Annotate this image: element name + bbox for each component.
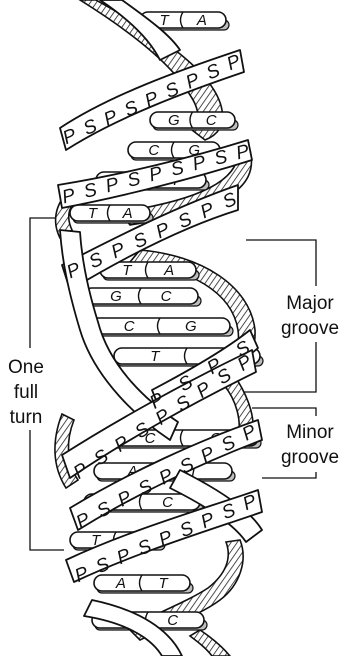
base-letter: C <box>167 612 178 629</box>
backbone-letter: S <box>125 168 143 192</box>
minor-groove-label-1: Minor <box>286 422 334 443</box>
front-strand <box>57 0 263 657</box>
base-letter: C <box>206 112 217 129</box>
backbone-letter: S <box>82 179 100 203</box>
base-letter: G <box>110 288 122 305</box>
base-letter: A <box>163 262 174 279</box>
backbone-letter: P <box>60 185 78 209</box>
backbone-letter: P <box>147 163 165 187</box>
base-letter: T <box>159 12 170 29</box>
base-letter: C <box>162 494 173 511</box>
backbone-letter: P <box>234 141 252 165</box>
one-full-turn-label-1: One <box>8 357 44 378</box>
base-letter: C <box>161 288 172 305</box>
base-letter: T <box>150 348 161 365</box>
base-letter: T <box>159 575 170 592</box>
base-letter: T <box>88 205 99 222</box>
base-letter: G <box>168 112 180 129</box>
base-letter: T <box>122 262 133 279</box>
base-letter: A <box>115 575 126 592</box>
minor-groove-label-2: groove <box>281 447 339 468</box>
base-letter: A <box>127 463 138 480</box>
major-groove-label-2: groove <box>281 318 339 339</box>
base-letter: T <box>189 463 200 480</box>
base-letter: A <box>122 205 133 222</box>
base-letter: A <box>196 12 207 29</box>
base-letter: C <box>145 430 156 447</box>
one-full-turn-label-3: turn <box>10 407 43 428</box>
backbone-letter: P <box>103 174 121 198</box>
major-groove-label-1: Major <box>286 293 334 314</box>
backbone-letter: P <box>190 152 208 176</box>
base-letter: C <box>148 142 159 159</box>
one-full-turn-label-2: full <box>14 382 38 403</box>
backbone-letter: S <box>212 146 230 170</box>
base-letter: C <box>124 318 135 335</box>
backbone-letter: S <box>169 157 187 181</box>
base-letter: T <box>91 532 102 549</box>
base-letter: G <box>185 318 197 335</box>
